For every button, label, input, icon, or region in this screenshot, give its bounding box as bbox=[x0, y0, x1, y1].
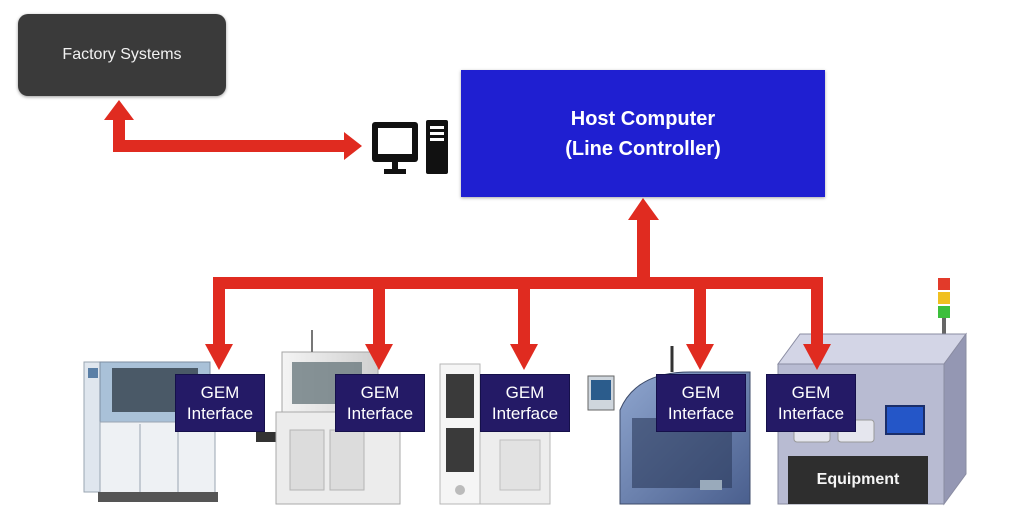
arrowhead-down-5 bbox=[803, 344, 831, 370]
factory-systems-label: Factory Systems bbox=[62, 46, 182, 63]
gem-interface-line1: GEM bbox=[681, 383, 721, 402]
arrow-host-trunk bbox=[637, 218, 650, 284]
arrow-drop-4 bbox=[694, 277, 706, 345]
arrow-factory-horizontal bbox=[113, 140, 345, 152]
equipment-label-text: Equipment bbox=[816, 471, 900, 488]
arrowhead-down-2 bbox=[365, 344, 393, 370]
arrowhead-down-3 bbox=[510, 344, 538, 370]
gem-interface-5: GEM Interface bbox=[766, 374, 856, 432]
host-computer-title: Host Computer bbox=[570, 107, 716, 130]
connector-arrows bbox=[104, 100, 831, 370]
gem-interface-line2: Interface bbox=[777, 404, 845, 423]
arrowhead-down-1 bbox=[205, 344, 233, 370]
arrowhead-up-factory bbox=[104, 100, 134, 120]
gem-interface-line2: Interface bbox=[186, 404, 254, 423]
arrow-drop-3 bbox=[518, 277, 530, 345]
host-computer-box: Host Computer (Line Controller) bbox=[461, 70, 825, 197]
gem-interface-3: GEM Interface bbox=[480, 374, 570, 432]
gem-interface-line2: Interface bbox=[491, 404, 559, 423]
gem-interface-line2: Interface bbox=[346, 404, 414, 423]
gem-interface-line1: GEM bbox=[360, 383, 400, 402]
equipment-label: Equipment bbox=[788, 456, 928, 504]
gem-interface-line1: GEM bbox=[505, 383, 545, 402]
gem-interface-1: GEM Interface bbox=[175, 374, 265, 432]
gem-interface-line2: Interface bbox=[667, 404, 735, 423]
gem-interface-4: GEM Interface bbox=[656, 374, 746, 432]
arrow-drop-1 bbox=[213, 277, 225, 345]
arrowhead-down-4 bbox=[686, 344, 714, 370]
machine-3-image bbox=[439, 363, 551, 505]
arrow-drop-5 bbox=[811, 277, 823, 345]
host-computer-subtitle: (Line Controller) bbox=[565, 137, 721, 160]
gem-interface-2: GEM Interface bbox=[335, 374, 425, 432]
desktop-computer-icon bbox=[372, 120, 448, 174]
gem-interface-line1: GEM bbox=[791, 383, 831, 402]
factory-systems-box: Factory Systems bbox=[18, 14, 226, 96]
arrowhead-right-computer bbox=[344, 132, 362, 160]
machine-4-image bbox=[587, 346, 751, 505]
arrowhead-up-host bbox=[628, 198, 659, 220]
gem-interface-line1: GEM bbox=[200, 383, 240, 402]
arrow-drop-2 bbox=[373, 277, 385, 345]
